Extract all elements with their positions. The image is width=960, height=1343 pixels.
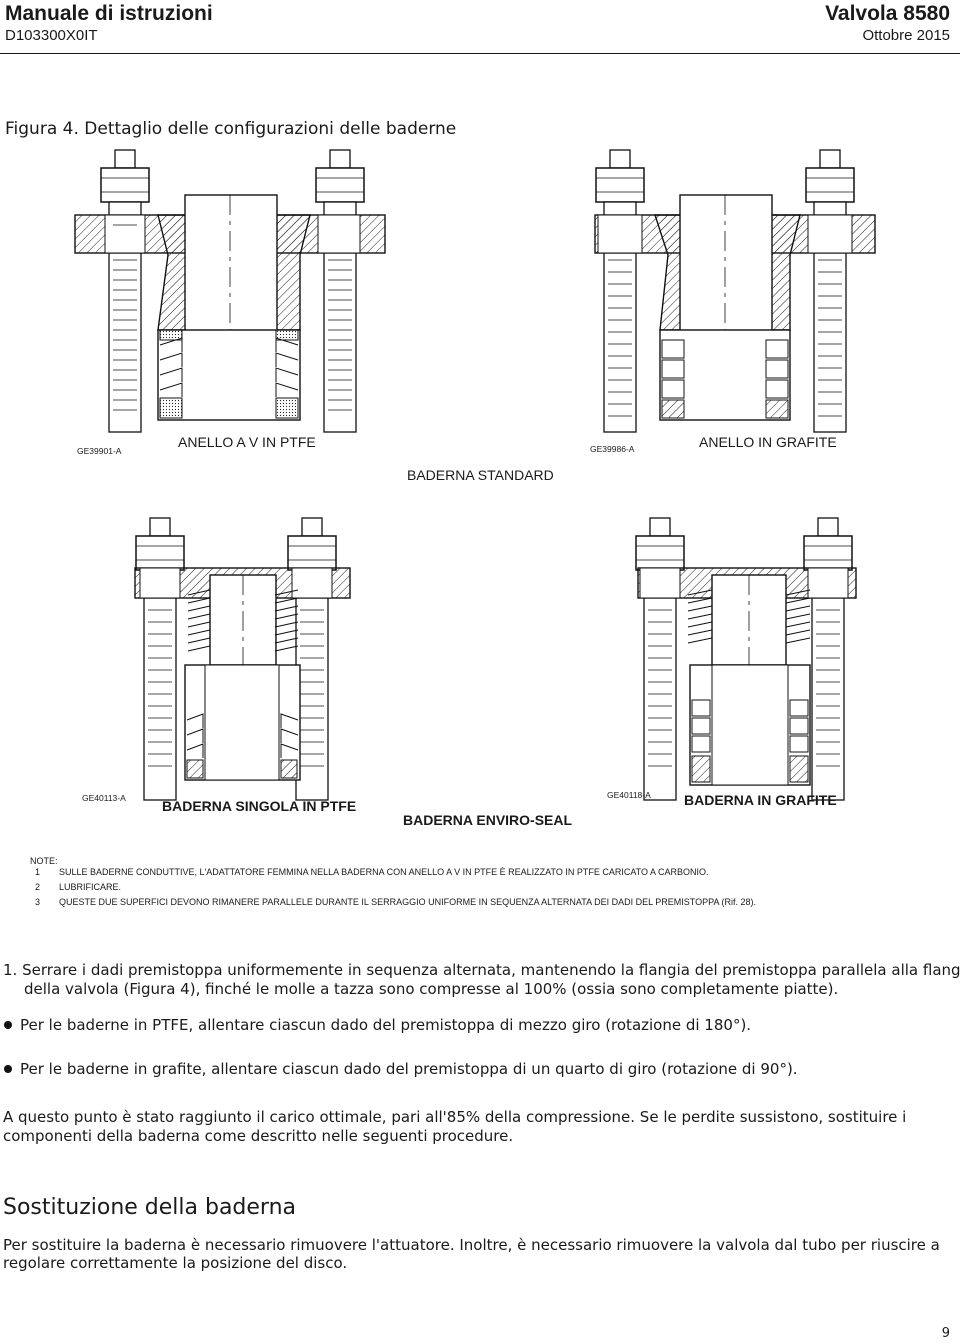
document-code: D103300X0IT xyxy=(5,27,98,44)
bullet-icon xyxy=(4,1021,12,1029)
paragraph-line-1: A questo punto è stato raggiunto il cari… xyxy=(3,1108,907,1126)
drawing-graphite-ring xyxy=(594,149,876,433)
figure-code-bottom-right: GE40118-A xyxy=(607,790,651,800)
bullet-graphite: Per le baderne in grafite, allentare cia… xyxy=(20,1060,798,1078)
note-number-2: 2 xyxy=(35,882,41,892)
publication-date: Ottobre 2015 xyxy=(862,27,950,44)
manual-title: Manuale di istruzioni xyxy=(5,2,213,25)
section-title: Sostituzione della baderna xyxy=(3,1195,297,1220)
notes-heading: NOTE: xyxy=(30,856,58,866)
drawing-ptfe-v-ring xyxy=(74,149,386,433)
section-line-2: regolare correttamente la posizione del … xyxy=(3,1254,348,1272)
label-graphite-packing: BADERNA IN GRAFITE xyxy=(684,792,837,808)
bullet-icon xyxy=(4,1065,12,1073)
label-graphite-ring: ANELLO IN GRAFITE xyxy=(699,434,837,450)
paragraph-line-2: componenti della baderna come descritto … xyxy=(3,1127,514,1145)
page-number: 9 xyxy=(941,1326,950,1341)
section-line-1: Per sostituire la baderna è necessario r… xyxy=(3,1236,940,1254)
product-name: Valvola 8580 xyxy=(825,2,950,25)
label-ptfe-v-ring: ANELLO A V IN PTFE xyxy=(178,434,316,450)
label-single-ptfe: BADERNA SINGOLA IN PTFE xyxy=(162,798,357,814)
header-rule xyxy=(0,53,960,54)
figure-caption: Figura 4. Dettaglio delle configurazioni… xyxy=(5,119,457,139)
drawing-enviro-seal-ptfe xyxy=(134,517,351,801)
drawing-enviro-seal-graphite xyxy=(635,517,857,801)
note-text-2: LUBRIFICARE. xyxy=(59,882,122,892)
step-1-line-2: della valvola (Figura 4), finché le moll… xyxy=(24,980,839,998)
figure-code-top-left: GE39901-A xyxy=(77,446,122,456)
note-number-3: 3 xyxy=(35,897,41,907)
label-standard-packing: BADERNA STANDARD xyxy=(407,467,554,483)
figure-code-top-right: GE39986-A xyxy=(590,444,635,454)
bullet-ptfe: Per le baderne in PTFE, allentare ciascu… xyxy=(20,1016,752,1034)
packing-drawings xyxy=(74,149,876,801)
figure-code-bottom-left: GE40113-A xyxy=(82,793,126,803)
step-1-line-1: 1. Serrare i dadi premistoppa uniformeme… xyxy=(3,961,960,979)
note-text-3: QUESTE DUE SUPERFICI DEVONO RIMANERE PAR… xyxy=(59,897,756,907)
label-enviro-seal: BADERNA ENVIRO-SEAL xyxy=(403,812,573,828)
note-text-1: SULLE BADERNE CONDUTTIVE, L'ADATTATORE F… xyxy=(59,867,709,877)
note-number-1: 1 xyxy=(35,867,41,877)
